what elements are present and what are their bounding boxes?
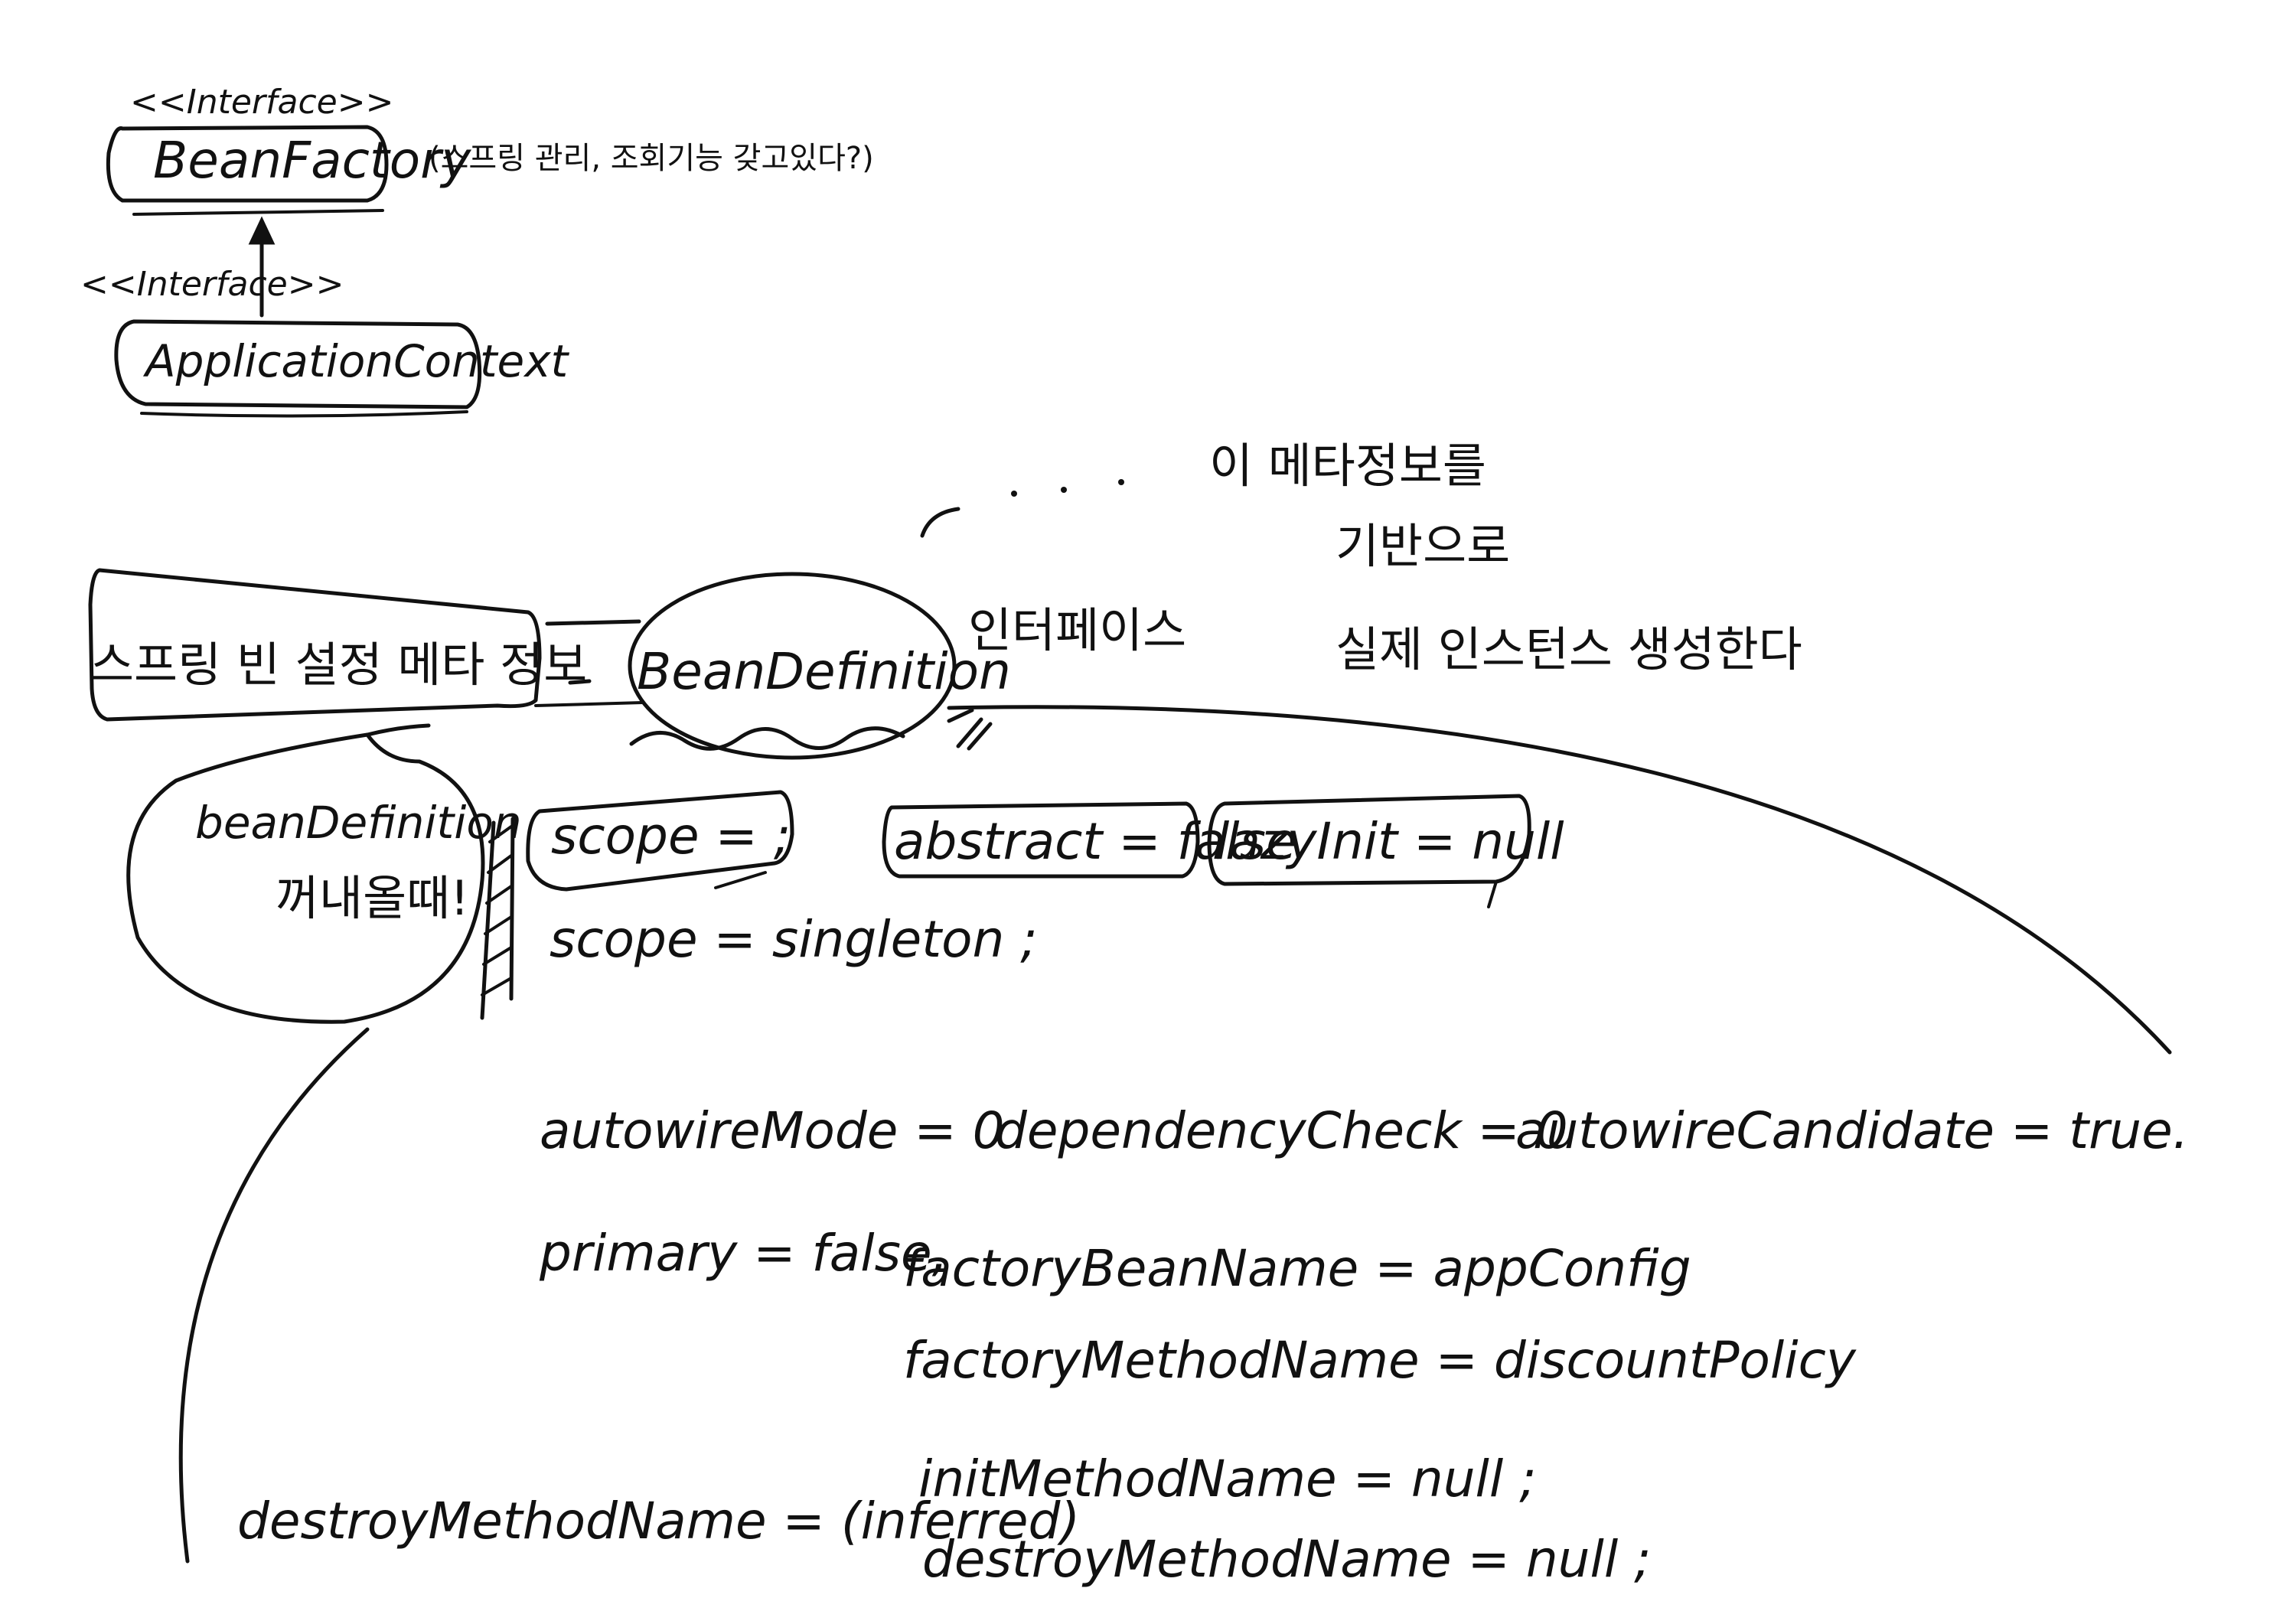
application-context-label: ApplicationContext (142, 335, 570, 387)
scope-tick (714, 871, 767, 889)
meta-note-line1: 이 메타정보를 (1209, 438, 1486, 494)
destroy-method-inferred-label: destroyMethodName = (inferred) (237, 1492, 1080, 1551)
config-meta-box (88, 568, 542, 722)
lazy-init-label: lazyInit = null (1215, 812, 1564, 871)
dependency-check-label: dependencyCheck = 0 (995, 1101, 1568, 1160)
abstract-box (882, 801, 1200, 879)
meta-note-line3: 실제 인스턴스 생성한다 (1336, 621, 1802, 677)
abstract-box-group: abstract = false (882, 801, 1297, 879)
dot-1 (1011, 491, 1017, 497)
bean-definition-ellipse (628, 572, 957, 760)
dot-2 (1061, 487, 1067, 493)
factory-bean-name-label: factoryBeanName = appConfig (903, 1239, 1691, 1298)
connector-top (545, 619, 641, 626)
meta-note-line2: 기반으로 (1336, 518, 1510, 574)
sweep-curve-left (178, 1027, 370, 1564)
destroy-method-null-label: destroyMethodName = null ; (922, 1530, 1651, 1589)
lazy-init-box-group: lazyInit = null (1207, 794, 1564, 908)
bean-factory-underline (132, 209, 384, 216)
application-context-box (114, 319, 482, 409)
application-context-stereotype: <<Interface>> (80, 265, 344, 304)
bean-factory-note: (스프링 관리, 조회기능 갖고있다?) (429, 141, 874, 176)
scope-box (526, 790, 794, 892)
connector-bottom (534, 701, 644, 707)
scope-singleton-label: scope = singleton ; (550, 910, 1038, 969)
bean-definition-label: BeanDefinition (637, 642, 1011, 701)
bean-definition-bubble: beanDefinition 꺼내올때! (126, 723, 522, 1024)
bean-definition-annotation: 인터페이스 (968, 602, 1186, 658)
autowire-mode-label: autowireMode = 0 (540, 1101, 1005, 1160)
config-meta-box-group: 스프링 빈 설정 메타 정보 (88, 568, 644, 722)
init-method-name-label: initMethodName = null ; (918, 1450, 1536, 1508)
hatched-bar (480, 817, 515, 1020)
dot-trail-arc (920, 507, 960, 538)
bean-factory-label: BeanFactory (153, 131, 471, 190)
bean-definition-hatch (947, 708, 993, 751)
inheritance-arrow (248, 216, 276, 318)
lazy-init-tail (1487, 880, 1498, 908)
bubble-line1: beanDefinition (195, 797, 522, 849)
bubble-outline (126, 732, 485, 1024)
meta-note: 이 메타정보를 기반으로 실제 인스턴스 생성한다 (920, 438, 1802, 677)
connector-dash (568, 679, 592, 685)
application-context-underline (140, 410, 468, 418)
bean-factory-group: <<Interface>> BeanFactory (스프링 관리, 조회기능 … (106, 83, 874, 216)
scope-box-group: scope = ; (526, 790, 794, 892)
primary-label: primary = false, (539, 1224, 948, 1283)
bubble-tail (365, 723, 431, 737)
sweep-curve-right (947, 705, 2172, 1055)
abstract-label: abstract = false (894, 812, 1297, 871)
application-context-group: <<Interface>> ApplicationContext (80, 265, 570, 418)
bean-factory-box (106, 125, 389, 203)
autowire-candidate-label: autowireCandidate = true. (1515, 1101, 2189, 1160)
bubble-line2: 꺼내올때! (276, 870, 469, 926)
scope-empty-label: scope = ; (551, 807, 791, 866)
bean-definition-group: BeanDefinition 인터페이스 (628, 572, 1186, 760)
bean-definition-wavy (629, 726, 905, 751)
config-meta-label: 스프링 빈 설정 메타 정보 (90, 637, 587, 693)
factory-method-name-label: factoryMethodName = discountPolicy (903, 1331, 1857, 1390)
dot-3 (1118, 479, 1124, 485)
bean-factory-stereotype: <<Interface>> (130, 83, 393, 122)
